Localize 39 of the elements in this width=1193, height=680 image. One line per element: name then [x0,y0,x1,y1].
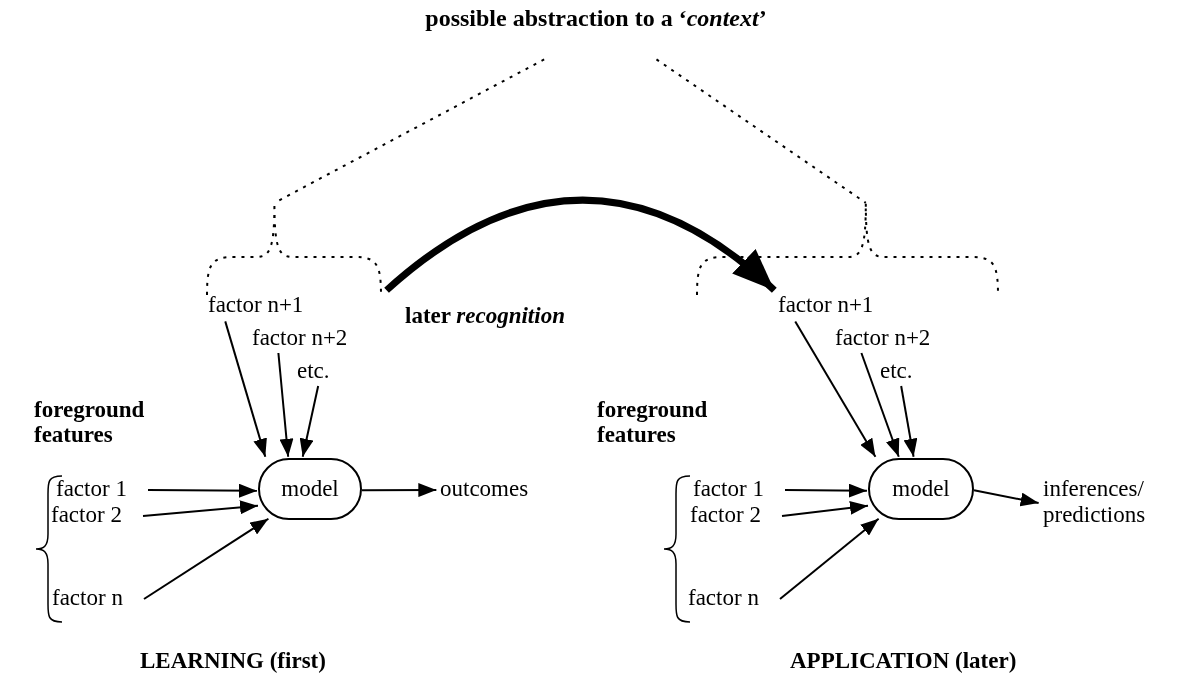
dotted-line [655,58,867,204]
arrow [781,500,869,517]
arrow [299,385,320,458]
node-text: possible abstraction to a ‘context’ [425,5,767,31]
node-text: factor 1 [56,476,127,502]
heading: foreground features [34,397,146,447]
panel-caption: LEARNING (first) [140,648,327,673]
node-text: inferences/ predictions [1043,476,1147,528]
node-text: etc. [297,358,330,384]
model-box [258,458,362,520]
arrow [973,489,1040,507]
arrow [784,483,868,498]
panel-caption: APPLICATION (later) [790,648,1018,673]
node-text: factor n+2 [835,325,931,351]
arrow [143,517,270,600]
arrow [794,320,877,458]
arrow [224,320,267,458]
node-text: factor 2 [51,502,122,528]
node-text: factor 1 [693,476,764,502]
curved-arrow [384,196,777,293]
arrow [779,517,880,600]
node-text: factor n+2 [252,325,348,351]
arrow [277,352,294,458]
node-text: factor n [688,585,759,611]
node-text: etc. [880,358,913,384]
node-text: factor n+1 [778,292,874,318]
arrow [361,483,438,498]
model-box [868,458,974,520]
arrow [900,385,918,458]
node-text: factor 2 [690,502,761,528]
heading: foreground features [597,397,709,447]
node-text: model [892,476,950,502]
node-text: model [281,476,339,502]
node-text: factor n [52,585,123,611]
node-text: outcomes [440,476,529,502]
node-text: factor n+1 [208,292,304,318]
arrow [147,483,258,498]
arrow [860,352,900,458]
arrow [142,500,259,517]
